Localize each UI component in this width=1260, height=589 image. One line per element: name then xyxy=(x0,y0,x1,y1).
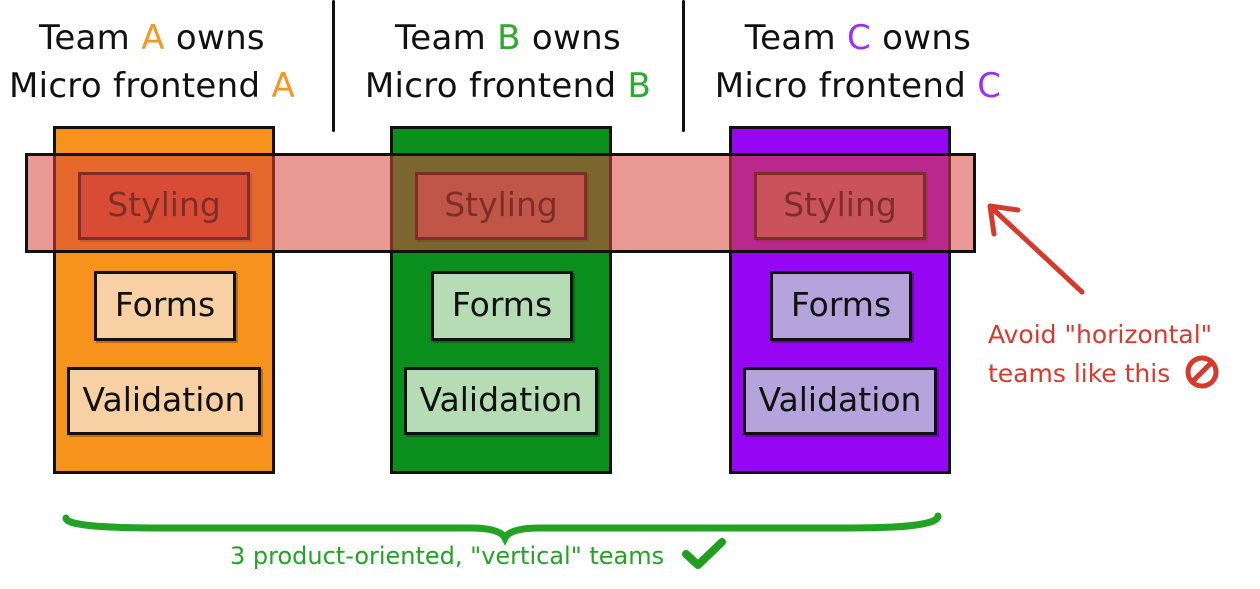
curly-brace xyxy=(62,512,942,546)
prohibited-icon xyxy=(1185,355,1219,389)
team-b-letter-2: B xyxy=(627,66,652,106)
team-c-heading-line2: Micro frontend C xyxy=(714,66,1002,106)
divider-ab xyxy=(332,0,335,132)
annotation-arrow xyxy=(987,203,1085,295)
team-c-heading: Team C owns Micro frontend C xyxy=(688,14,1028,110)
divider-bc xyxy=(682,0,685,132)
team-c-validation-box: Validation xyxy=(743,367,937,435)
checkmark-icon xyxy=(681,538,726,569)
team-c-heading-line1: Team C owns xyxy=(744,18,972,58)
note-line2-wrap: teams like this xyxy=(988,354,1260,393)
caption-text: 3 product-oriented, "vertical" teams xyxy=(230,542,665,570)
team-a-heading-line1: Team A owns xyxy=(39,18,265,58)
team-c-forms-box: Forms xyxy=(770,271,912,341)
team-b-validation-box: Validation xyxy=(404,367,598,435)
team-a-validation-box: Validation xyxy=(67,367,261,435)
team-b-letter: B xyxy=(497,18,521,58)
team-a-heading: Team A owns Micro frontend A xyxy=(0,14,322,110)
team-b-forms-box: Forms xyxy=(431,271,573,341)
team-b-heading: Team B owns Micro frontend B xyxy=(338,14,678,110)
team-a-heading-line2: Micro frontend A xyxy=(8,66,296,106)
team-c-letter-2: C xyxy=(977,66,1002,106)
team-a-letter: A xyxy=(141,18,165,58)
team-c-letter: C xyxy=(846,18,872,58)
team-a-letter-2: A xyxy=(271,66,296,106)
team-a-forms-box: Forms xyxy=(94,271,236,341)
note-line2: teams like this xyxy=(988,359,1171,388)
note-line1: Avoid "horizontal" xyxy=(988,320,1213,349)
vertical-teams-caption: 3 product-oriented, "vertical" teams xyxy=(230,538,770,570)
horizontal-teams-note: Avoid "horizontal" teams like this xyxy=(988,316,1260,393)
team-b-heading-line1: Team B owns xyxy=(395,18,621,58)
team-b-heading-line2: Micro frontend B xyxy=(364,66,652,106)
